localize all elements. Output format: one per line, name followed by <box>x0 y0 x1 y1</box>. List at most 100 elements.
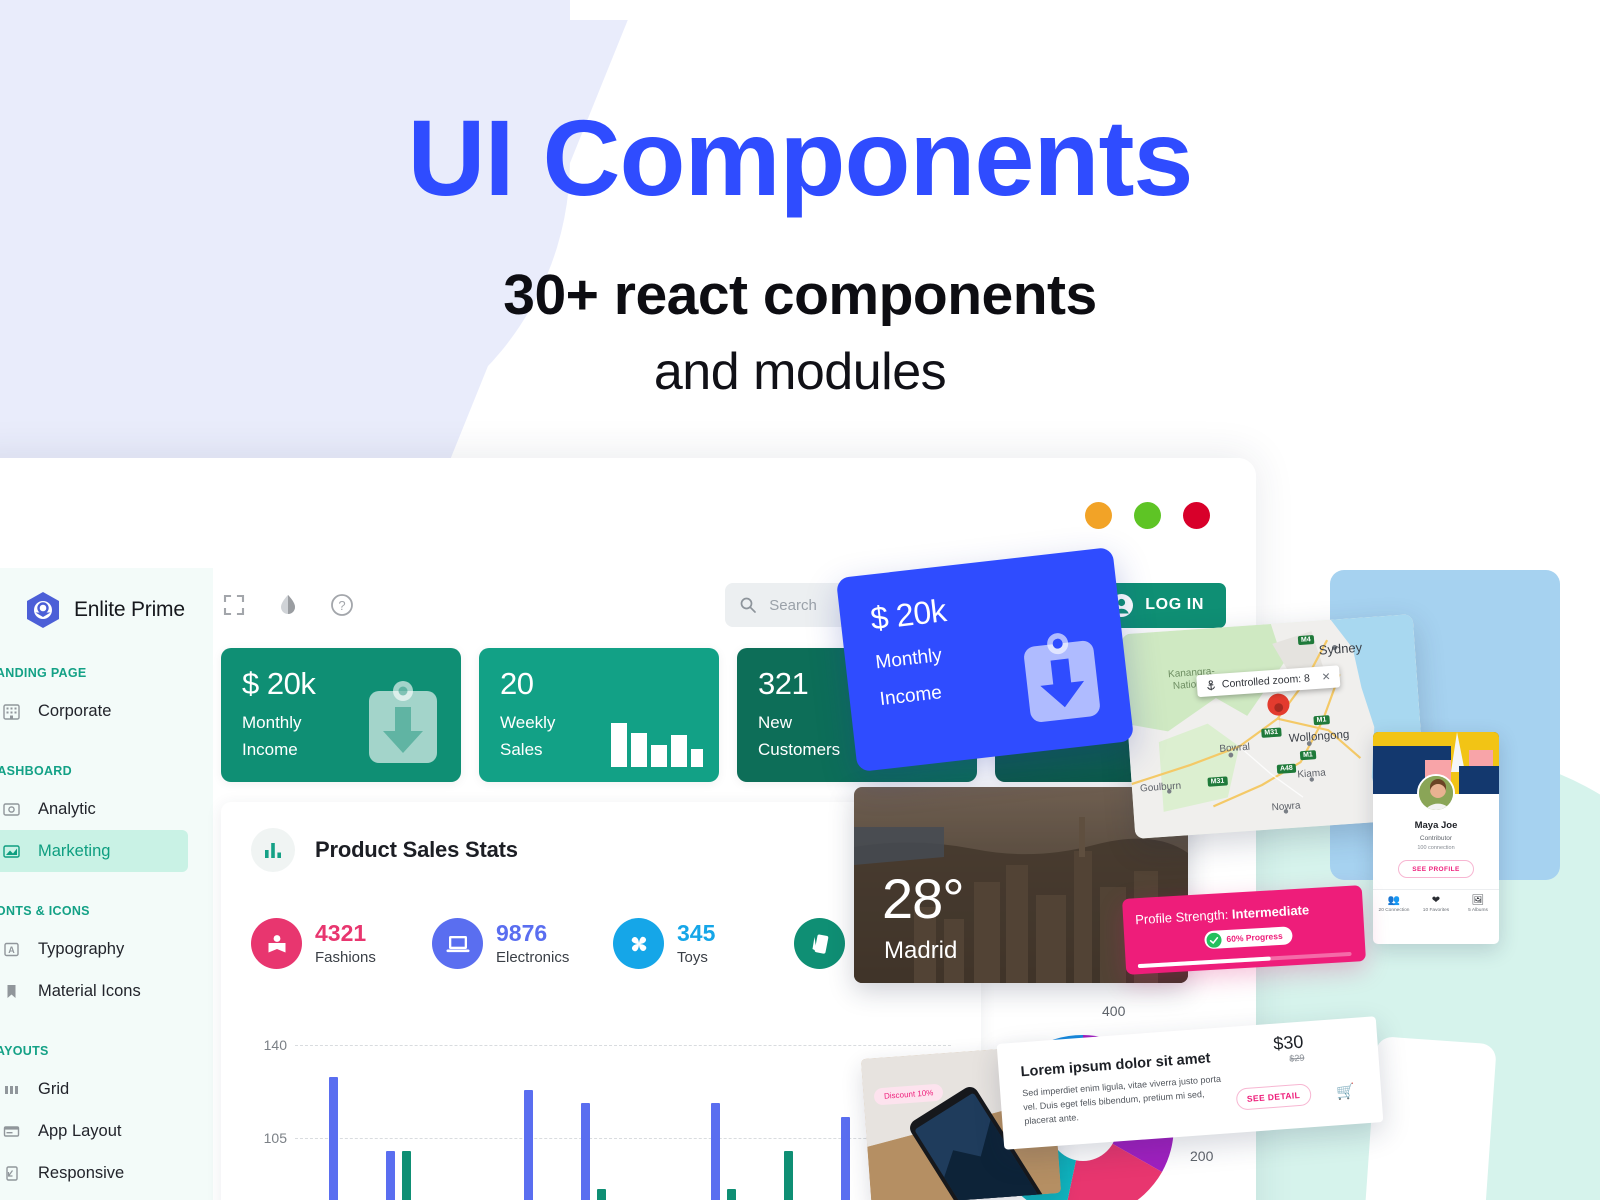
sidebar-item-label: Analytic <box>38 799 96 818</box>
window-control-minimize[interactable] <box>1085 502 1112 529</box>
heart-icon: ❤ <box>1431 895 1441 906</box>
brand[interactable]: Enlite Prime <box>0 578 213 634</box>
chart-bar[interactable] <box>524 1090 533 1200</box>
profile-connections: 100 connection <box>1417 845 1455 851</box>
chart-bars <box>301 1011 951 1200</box>
product-price-block: $30 $29 <box>1273 1032 1305 1065</box>
metric-label: Electronics <box>496 949 570 966</box>
chart-bar[interactable] <box>597 1188 606 1200</box>
map-route-shield: A48 <box>1276 763 1297 774</box>
profile-stat-albums[interactable]: 🖼 5 Albums <box>1457 896 1499 914</box>
stat-line1: New <box>758 713 793 732</box>
map-route-shield: M31 <box>1261 727 1282 738</box>
sidebar-item-responsive[interactable]: Responsive <box>0 1152 188 1194</box>
bookmark-icon <box>2 982 21 1001</box>
chart-bar[interactable] <box>386 1151 395 1200</box>
bar-chart-icon <box>251 828 295 872</box>
profile-cover-image <box>1373 732 1499 812</box>
chart-bar[interactable] <box>402 1151 411 1200</box>
sidebar-item-app-layout[interactable]: App Layout <box>0 1110 188 1152</box>
profile-stat-connections[interactable]: 👥 20 Connection <box>1373 895 1415 914</box>
sidebar-group-label-fonts-icons: FONTS & ICONS <box>0 904 90 918</box>
chart-y-axis: 70105140 <box>251 1011 291 1200</box>
sidebar-group-label-layouts: LAYOUTS <box>0 1044 49 1058</box>
sidebar-item-grid[interactable]: Grid <box>0 1068 188 1110</box>
avatar <box>1417 774 1455 812</box>
svg-text:?: ? <box>338 598 345 613</box>
metric-number: 4321 <box>315 920 367 946</box>
map-zoom-tooltip[interactable]: Controlled zoom: 8 ✕ <box>1196 665 1341 698</box>
metric-fashions[interactable]: 4321 Fashions <box>251 918 408 969</box>
profile-stat-favorites[interactable]: ❤ 10 Favorites <box>1415 895 1457 914</box>
see-profile-button[interactable]: SEE PROFILE <box>1398 860 1474 878</box>
chart-bar[interactable] <box>727 1188 736 1200</box>
weather-city: Madrid <box>884 937 958 964</box>
stat-line2: Customers <box>758 740 841 759</box>
donut-label-400: 400 <box>1102 1003 1126 1019</box>
anchor-icon <box>1207 679 1215 690</box>
app-logo-icon <box>26 591 60 629</box>
fullscreen-icon[interactable] <box>221 592 247 618</box>
profile-strength-card[interactable]: Profile Strength: Intermediate 60% Progr… <box>1122 885 1366 975</box>
user-profile-card[interactable]: Maya Joe Contributor 100 connection SEE … <box>1373 732 1499 944</box>
hero-subtitle: 30+ react components <box>503 263 1097 327</box>
product-description: Sed imperdiet enim ligula, vitae viverra… <box>1021 1073 1222 1127</box>
sidebar-item-typography[interactable]: A Typography <box>0 928 188 970</box>
sidebar-item-label: Material Icons <box>38 981 141 1000</box>
chart-bar[interactable] <box>581 1103 590 1200</box>
metric-number: 345 <box>677 920 716 946</box>
chart-bar-group <box>561 1103 626 1200</box>
search-icon <box>740 597 757 613</box>
pinwheel-icon <box>613 918 664 969</box>
sidebar-group-label-landing-page: LANDING PAGE <box>0 666 87 680</box>
svg-text:A: A <box>8 945 15 955</box>
chart-bar-group <box>496 1090 561 1200</box>
hero-title: UI Components <box>407 97 1194 218</box>
login-label: LOG IN <box>1145 596 1204 613</box>
sidebar-item-marketing[interactable]: Marketing <box>0 830 188 872</box>
people-icon: 👥 <box>1387 895 1401 906</box>
search-placeholder: Search <box>769 596 817 614</box>
chart-bar-group <box>756 1151 821 1200</box>
download-tag-icon <box>1013 621 1110 731</box>
sidebar-item-corporate[interactable]: Corporate <box>0 690 188 732</box>
chart-y-tick: 105 <box>263 1130 287 1146</box>
window-control-close[interactable] <box>1183 502 1210 529</box>
metric-toys[interactable]: 345 Toys <box>613 918 770 969</box>
map-route-shield: M4 <box>1297 635 1315 646</box>
sidebar-item-label: Responsive <box>38 1163 125 1182</box>
chart-bar-group <box>821 1116 886 1200</box>
app-layout-icon <box>2 1122 21 1141</box>
chart-bar[interactable] <box>329 1076 338 1200</box>
close-icon[interactable]: ✕ <box>1321 670 1332 684</box>
chart-bar[interactable] <box>841 1116 850 1200</box>
stat-line2: Sales <box>500 740 543 759</box>
profile-footer: 👥 20 Connection ❤ 10 Favorites 🖼 5 Album… <box>1373 889 1499 913</box>
sidebar-item-label: Marketing <box>38 841 111 860</box>
typography-icon: A <box>2 940 21 959</box>
chart-bar[interactable] <box>784 1151 793 1200</box>
cart-icon[interactable]: 🛒 <box>1335 1082 1356 1102</box>
profile-progress-pill: 60% Progress <box>1204 926 1294 950</box>
sidebar-item-material-icons[interactable]: Material Icons <box>0 970 188 1012</box>
sidebar-item-analytic[interactable]: Analytic <box>0 788 188 830</box>
metric-electronics[interactable]: 9876 Electronics <box>432 918 589 969</box>
stat-card-weekly-sales[interactable]: 20 Weekly Sales <box>479 648 719 782</box>
analytic-icon <box>2 800 21 819</box>
chart-gridline <box>295 1045 951 1046</box>
contrast-icon[interactable] <box>275 592 301 618</box>
map-card[interactable]: Sydney Kanangra- National Wollongong Bow… <box>1121 614 1427 839</box>
see-detail-button[interactable]: SEE DETAIL <box>1235 1083 1312 1111</box>
browser-titlebar <box>0 458 1256 568</box>
map-zoom-tooltip-text: Controlled zoom: 8 <box>1221 672 1311 691</box>
chart-bar[interactable] <box>711 1103 720 1200</box>
window-control-maximize[interactable] <box>1134 502 1161 529</box>
floating-monthly-income-card[interactable]: $ 20k Monthly Income <box>835 546 1135 773</box>
stat-card-monthly-income[interactable]: $ 20k Monthly Income <box>221 648 461 782</box>
chart-bar-group <box>691 1103 756 1200</box>
help-circle-icon[interactable]: ? <box>329 592 355 618</box>
product-price: $30 <box>1272 1031 1305 1054</box>
sidebar-item-label: App Layout <box>38 1121 122 1140</box>
map-label: Bowral <box>1219 741 1251 755</box>
profile-progress-label: 60% Progress <box>1226 930 1283 945</box>
